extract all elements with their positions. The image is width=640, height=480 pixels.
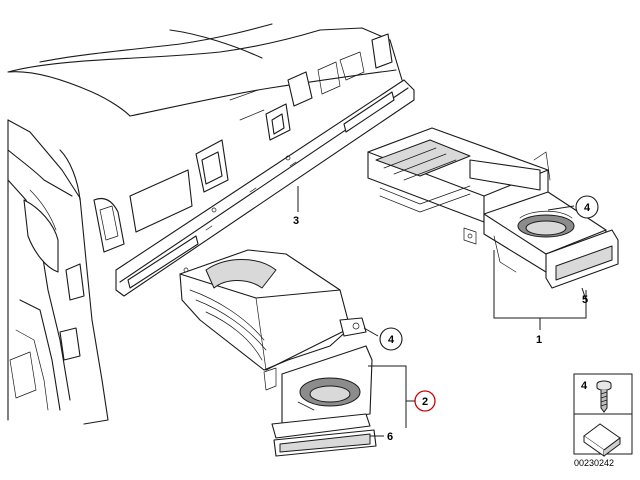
- callout-6-label: 6: [387, 431, 393, 443]
- arrow-icon: [583, 423, 621, 457]
- callout-5-label: 5: [582, 294, 588, 306]
- callout-3-label: 3: [293, 215, 299, 227]
- callout-2: 2: [414, 390, 436, 412]
- callout-5: 5: [582, 294, 588, 306]
- callout-4-middle: 4: [379, 327, 403, 351]
- callout-3: 3: [293, 215, 299, 227]
- callout-4-right-label: 4: [584, 202, 591, 214]
- callout-2-label: 2: [422, 396, 428, 408]
- callout-4-right: 4: [575, 195, 599, 219]
- callout-4-middle-label: 4: [388, 334, 395, 346]
- callout-6: 6: [387, 431, 393, 443]
- trim-strip-part: [115, 79, 415, 297]
- callout-1-label: 1: [536, 334, 542, 346]
- leader-lines: [297, 186, 587, 437]
- legend-box: 4 00230242: [573, 373, 633, 468]
- callout-1: 1: [536, 334, 542, 346]
- screw-icon: [596, 380, 612, 413]
- lower-cupholder-part: [179, 249, 377, 457]
- cupholder-assembly-part: [367, 127, 619, 289]
- dashboard-outline: [7, 23, 403, 425]
- diagram-code: 00230242: [574, 458, 614, 468]
- legend-item-number: 4: [581, 380, 588, 392]
